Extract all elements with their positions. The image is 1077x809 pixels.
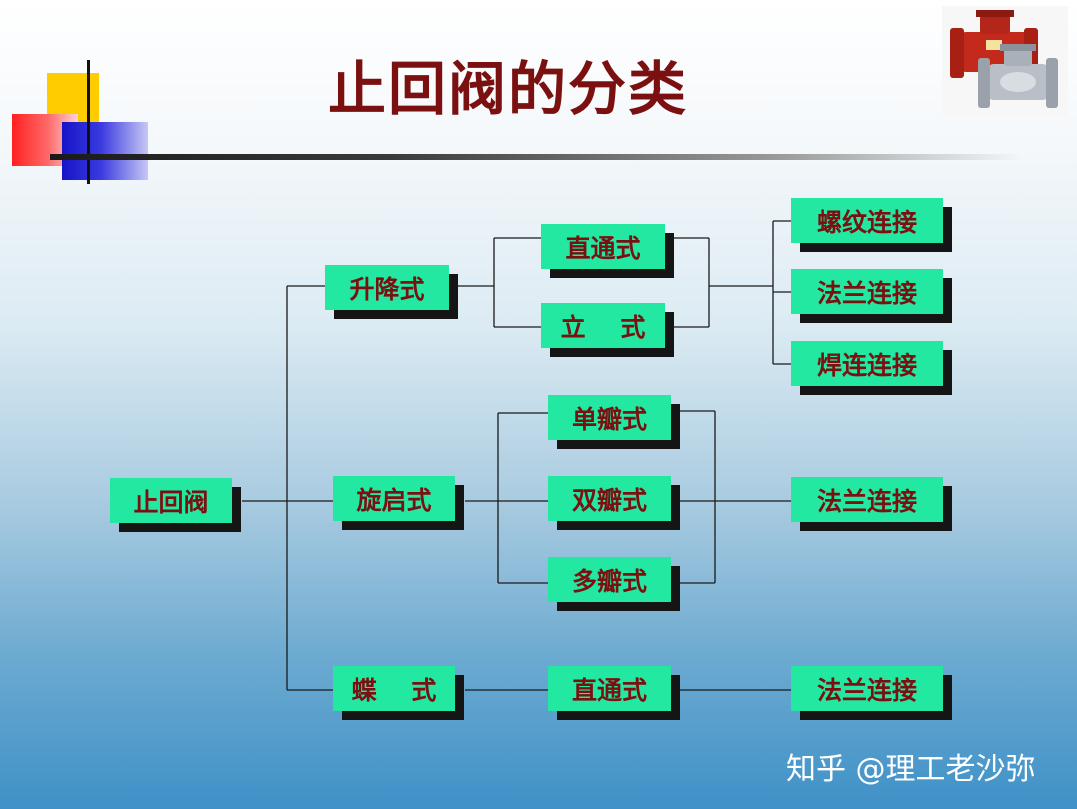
node-check-valve: 止回阀 <box>110 478 232 523</box>
check-valve-photo <box>942 6 1068 116</box>
page-title: 止回阀的分类 <box>328 55 689 123</box>
node-lift-type: 升降式 <box>325 265 449 310</box>
node-single-disc: 单瓣式 <box>548 395 671 440</box>
node-multi-disc: 多瓣式 <box>548 557 671 602</box>
node-lift-vertical: 立 式 <box>541 303 665 348</box>
node-lift-flange-connection: 法兰连接 <box>791 269 943 314</box>
decor-blue-square <box>62 122 148 180</box>
node-butterfly-flange-connection: 法兰连接 <box>791 666 943 711</box>
node-butterfly-type: 蝶 式 <box>333 666 455 711</box>
watermark: 知乎 @理工老沙弥 <box>786 752 1036 787</box>
node-swing-flange-connection: 法兰连接 <box>791 477 943 522</box>
node-threaded-connection: 螺纹连接 <box>791 198 943 243</box>
node-double-disc: 双瓣式 <box>548 476 671 521</box>
node-welded-connection: 焊连连接 <box>791 341 943 386</box>
decor-vertical-line <box>87 60 90 184</box>
node-swing-type: 旋启式 <box>333 476 455 521</box>
title-underline <box>50 154 1022 160</box>
node-butterfly-straight-through: 直通式 <box>548 666 671 711</box>
node-lift-straight-through: 直通式 <box>541 224 665 269</box>
